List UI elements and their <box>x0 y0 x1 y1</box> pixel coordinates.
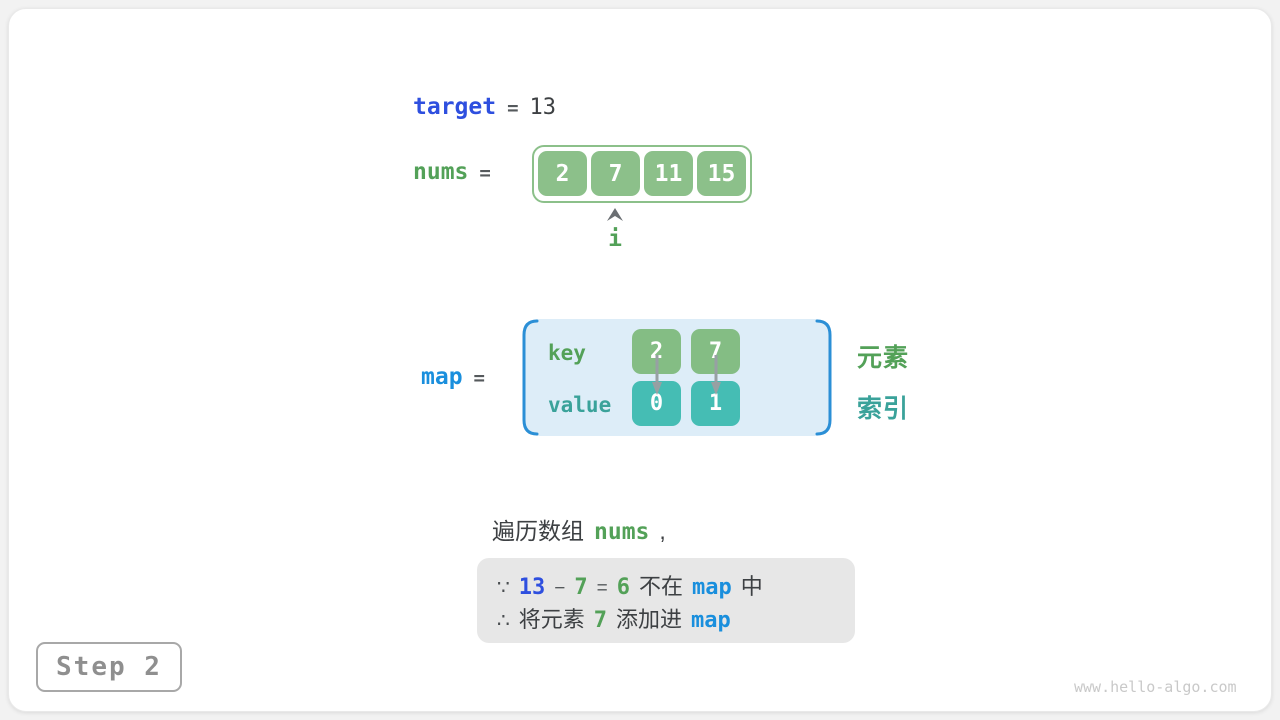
array-cell: 15 <box>697 151 746 196</box>
note-line-2: ∴ 将元素 7 添加进 map <box>497 602 855 635</box>
nums-keyword: nums <box>413 159 469 185</box>
note-minuend: 13 <box>518 575 546 600</box>
caption-comma: , <box>659 518 666 544</box>
value-row-label: value <box>548 393 612 417</box>
equals-sign: = <box>596 578 608 599</box>
equals-sign: = <box>479 162 491 184</box>
target-keyword: target <box>413 94 497 120</box>
note-text: 中 <box>740 574 763 599</box>
note-value: 7 <box>593 608 607 633</box>
caption-code: nums <box>594 519 650 545</box>
target-value: 13 <box>529 95 557 120</box>
nums-array: 2 7 11 15 <box>532 145 752 203</box>
index-pointer-label: i <box>608 226 622 252</box>
therefore-symbol: ∴ <box>497 610 510 632</box>
note-box: ∵ 13 − 7 = 6 不在 map 中 ∴ 将元素 7 添加进 map <box>477 558 855 643</box>
note-line-1: ∵ 13 − 7 = 6 不在 map 中 <box>497 569 855 602</box>
index-label: 索引 <box>857 395 910 423</box>
map-bracket-icon <box>522 319 832 436</box>
arrow-down-icon <box>711 355 721 395</box>
note-text: 不在 <box>638 574 683 599</box>
array-cell: 11 <box>644 151 693 196</box>
step-badge: Step 2 <box>36 642 182 692</box>
target-row: target = 13 <box>413 94 556 120</box>
array-cell: 2 <box>538 151 587 196</box>
caption: 遍历数组 nums , <box>492 512 666 546</box>
equals-sign: = <box>507 97 519 119</box>
note-text: 添加进 <box>616 607 683 632</box>
map-box: key value 2 7 0 1 <box>521 318 833 437</box>
map-keyword: map <box>421 364 463 390</box>
caret-up-icon <box>607 208 623 221</box>
note-map-code: map <box>691 575 732 600</box>
equals-sign: = <box>473 367 485 389</box>
because-symbol: ∵ <box>497 577 510 599</box>
map-label-row: map = <box>421 364 496 390</box>
map-value-cell: 0 <box>632 381 681 426</box>
key-row-label: key <box>548 341 586 365</box>
arrow-down-icon <box>652 355 662 395</box>
watermark: www.hello-algo.com <box>1074 678 1237 696</box>
caption-prefix: 遍历数组 <box>492 518 584 544</box>
nums-label-row: nums = <box>413 159 502 185</box>
minus-sign: − <box>554 578 566 599</box>
note-map-code: map <box>691 608 731 633</box>
array-cell: 7 <box>591 151 640 196</box>
element-label: 元素 <box>857 344 910 372</box>
note-difference: 6 <box>616 575 630 600</box>
note-text: 将元素 <box>518 607 585 632</box>
note-subtrahend: 7 <box>574 575 588 600</box>
